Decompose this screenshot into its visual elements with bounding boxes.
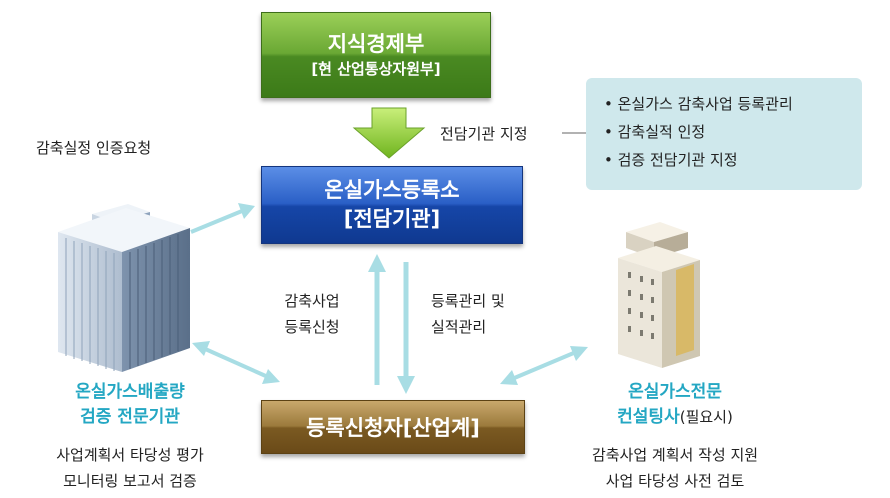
ministry-title: 지식경제부 bbox=[327, 32, 425, 56]
request-label: 감축실정 인증요청 bbox=[36, 139, 152, 157]
verifier-desc-line2: 모니터링 보고서 검증 bbox=[63, 472, 197, 490]
verifier-name: 온실가스배출량 검증 전문기관 bbox=[20, 380, 240, 430]
verifier-description: 사업계획서 타당성 평가 모니터링 보고서 검증 bbox=[10, 442, 250, 494]
verifier-applicant-arrow bbox=[192, 341, 280, 384]
manage-label-line2: 실적관리 bbox=[431, 318, 487, 336]
designation-arrow bbox=[352, 107, 426, 159]
consultant-name-suffix: (필요시) bbox=[679, 408, 733, 426]
applicant-title: 등록신청자[산업계] bbox=[306, 416, 480, 440]
office-building-icon bbox=[58, 204, 190, 372]
registry-title: 온실가스등록소 bbox=[324, 178, 460, 202]
duty-item: • 온실가스 감축사업 등록관리 bbox=[604, 95, 793, 113]
manage-label-line1: 등록관리 및 bbox=[431, 292, 505, 310]
consultant-desc-line2: 사업 타당성 사전 검토 bbox=[605, 472, 745, 490]
consultant-description: 감축사업 계획서 작성 지원 사업 타당성 사전 검토 bbox=[545, 442, 805, 494]
duty-item: • 감축실적 인정 bbox=[604, 123, 706, 141]
verifier-name-line1: 온실가스배출량 bbox=[75, 382, 185, 402]
verifier-desc-line1: 사업계획서 타당성 평가 bbox=[56, 446, 204, 464]
apply-arrow bbox=[368, 254, 386, 385]
consultant-name-line2: 컨설팅사 bbox=[617, 407, 680, 427]
consultant-applicant-arrow bbox=[500, 346, 588, 385]
ministry-node: 지식경제부 [현 산업통상자원부] bbox=[261, 12, 491, 98]
verifier-name-line2: 검증 전문기관 bbox=[80, 407, 180, 427]
apartment-building-icon bbox=[618, 222, 700, 368]
registry-subtitle: [전담기관] bbox=[343, 207, 441, 231]
manage-arrow bbox=[397, 262, 415, 394]
registry-duties-box: • 온실가스 감축사업 등록관리 • 감축실적 인정 • 검증 전담기관 지정 bbox=[586, 78, 862, 190]
ministry-subtitle: [현 산업통상자원부] bbox=[311, 60, 441, 78]
apply-label: 감축사업 등록신청 bbox=[272, 288, 352, 340]
designation-label: 전담기관 지정 bbox=[440, 125, 528, 143]
applicant-node: 등록신청자[산업계] bbox=[261, 400, 525, 454]
consultant-desc-line1: 감축사업 계획서 작성 지원 bbox=[591, 446, 759, 464]
consultant-name: 온실가스전문 컨설팅사(필요시) bbox=[560, 380, 790, 430]
manage-label: 등록관리 및 실적관리 bbox=[431, 288, 505, 340]
consultant-name-line1: 온실가스전문 bbox=[628, 382, 722, 402]
request-arrow bbox=[190, 203, 255, 234]
registry-node: 온실가스등록소 [전담기관] bbox=[261, 166, 523, 244]
apply-label-line2: 등록신청 bbox=[284, 318, 340, 336]
consultant-name-line2-row: 컨설팅사(필요시) bbox=[560, 405, 790, 430]
apply-label-line1: 감축사업 bbox=[284, 292, 340, 310]
duty-item: • 검증 전담기관 지정 bbox=[604, 151, 738, 169]
